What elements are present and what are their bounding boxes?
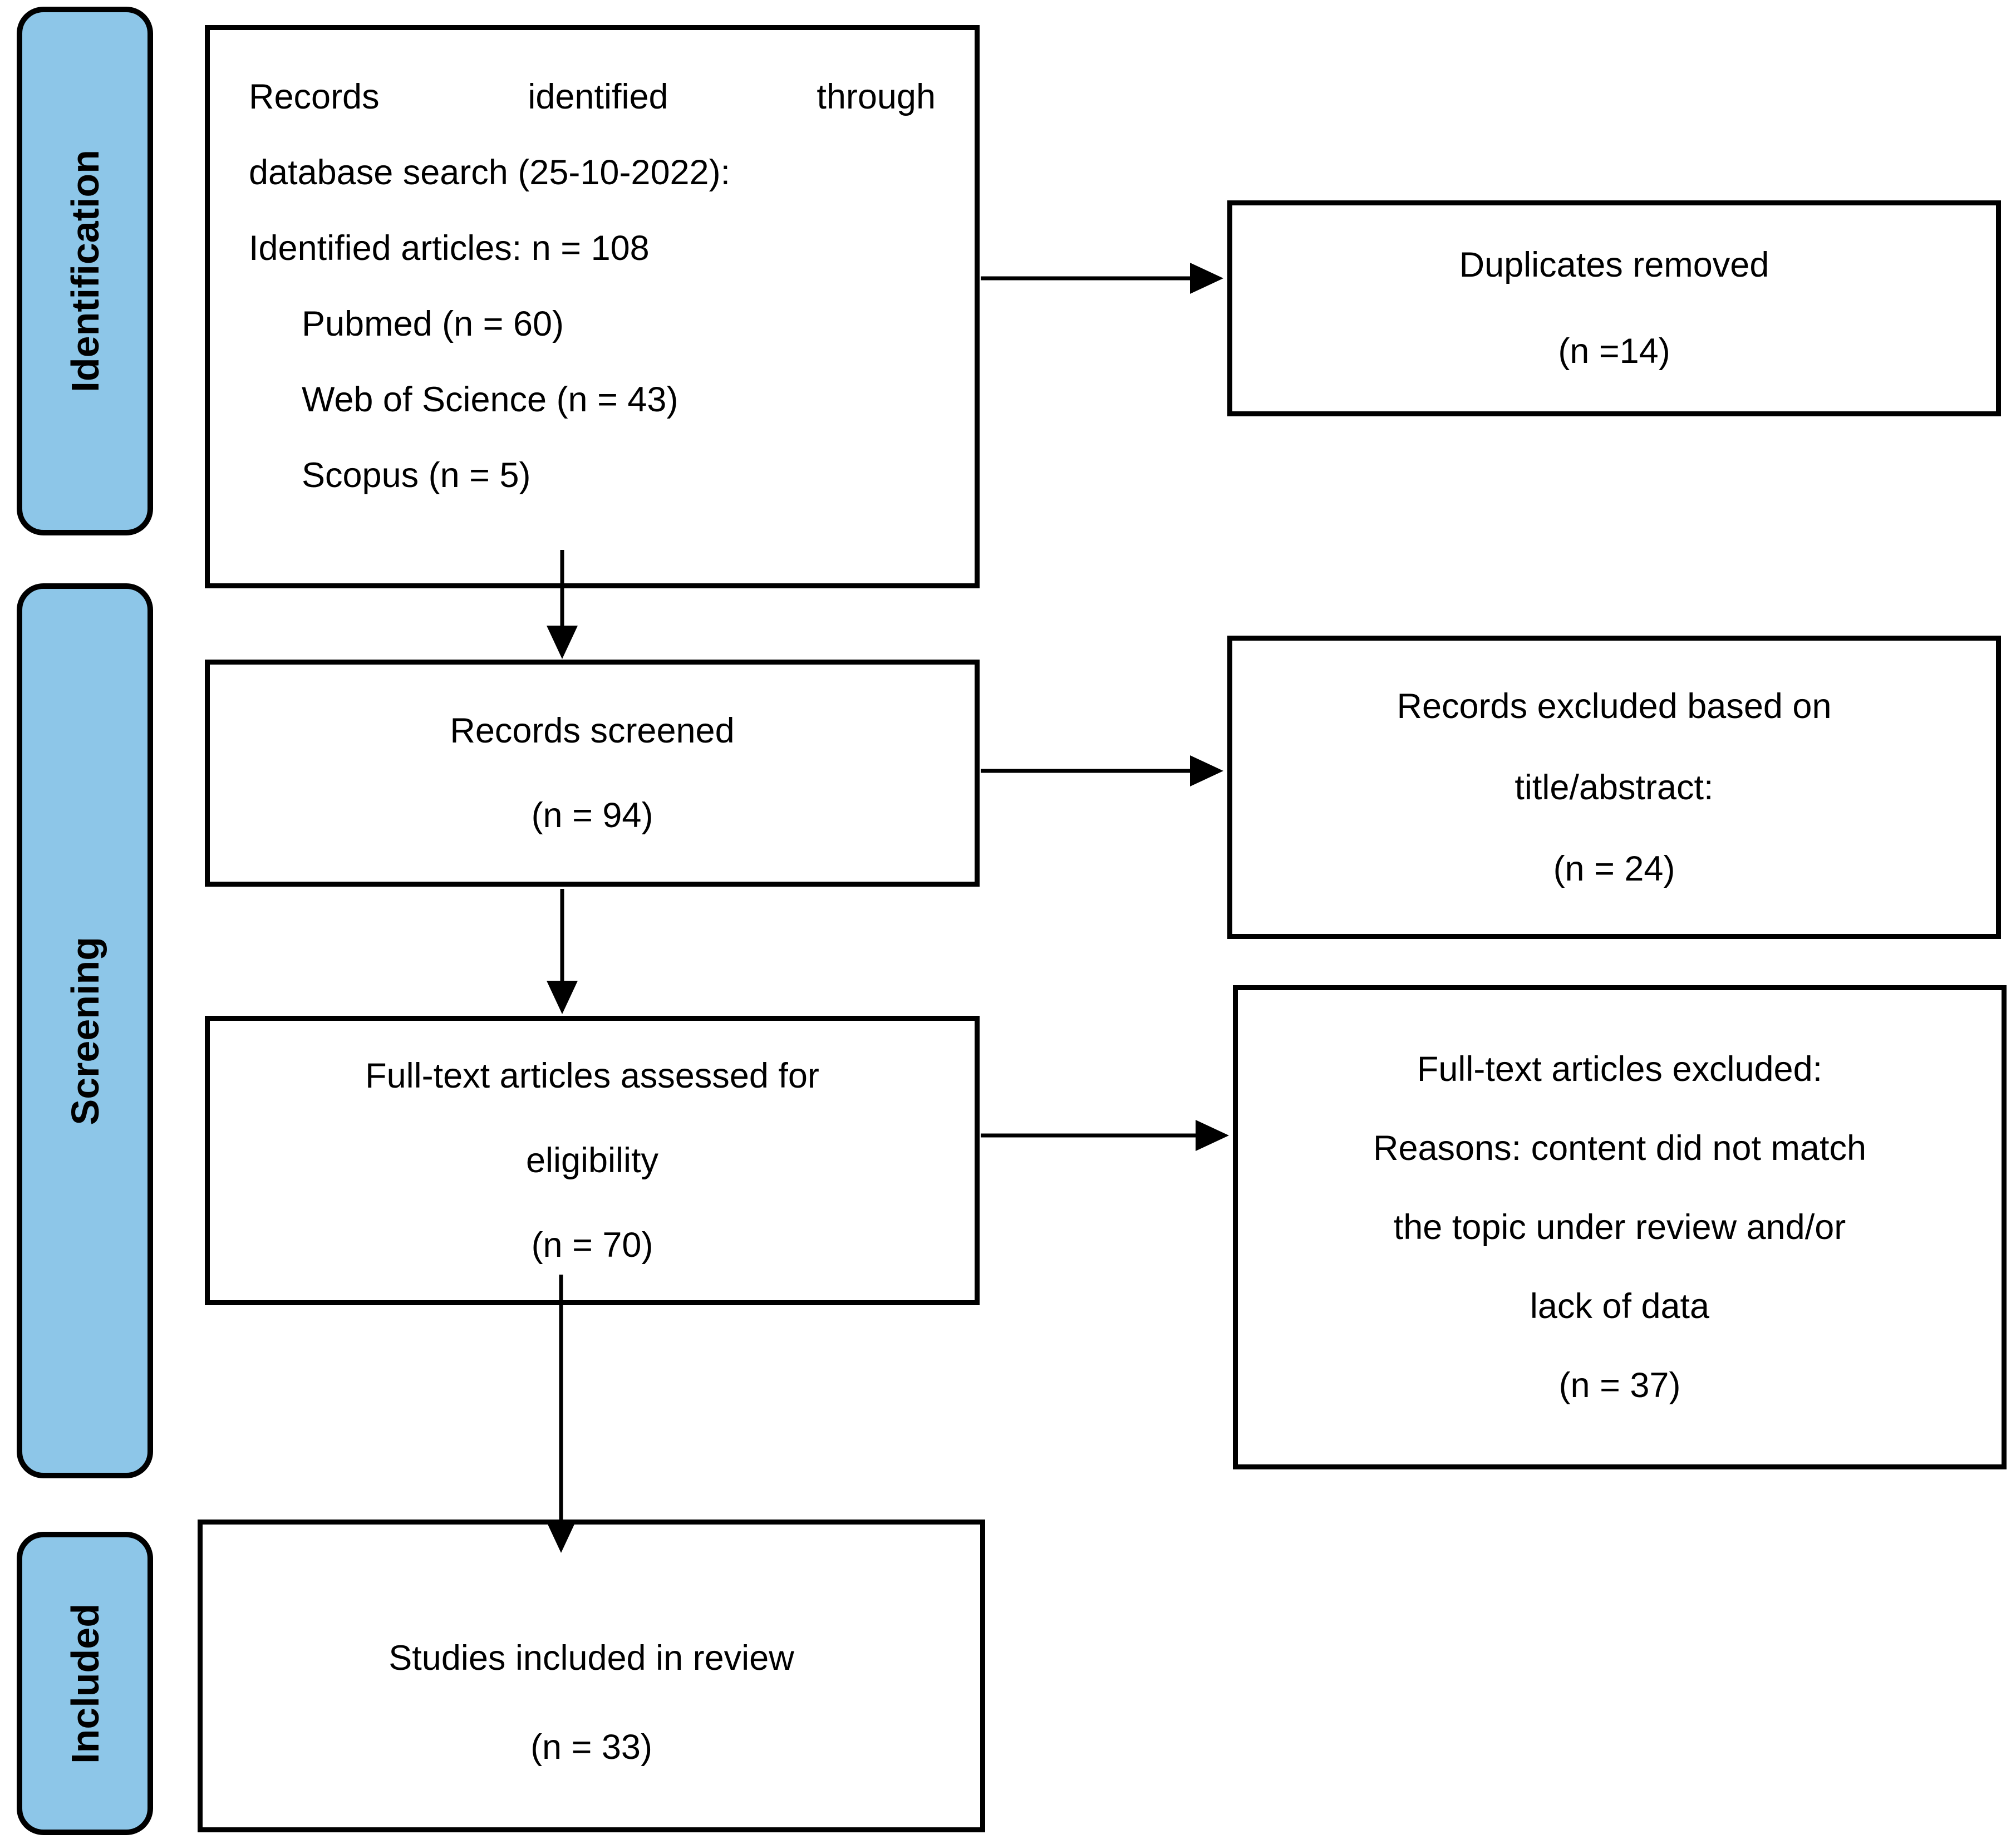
records-excluded-line-1: Records excluded based on (1397, 686, 1832, 726)
box-fulltext-assessed: Full-text articles assessed for eligibil… (205, 1016, 980, 1305)
studies-included-line-1: Studies included in review (389, 1638, 794, 1678)
box-fulltext-excluded: Full-text articles excluded: Reasons: co… (1233, 985, 2007, 1469)
stage-label-screening: Screening (17, 583, 153, 1478)
fulltext-excluded-line-1: Full-text articles excluded: (1417, 1050, 1823, 1089)
stage-label-screening-text: Screening (63, 936, 107, 1125)
duplicates-removed-count: (n =14) (1558, 332, 1670, 371)
stage-label-included-text: Included (63, 1603, 107, 1764)
stage-label-identification-text: Identification (63, 150, 107, 392)
box-records-screened: Records screened (n = 94) (205, 660, 980, 887)
records-excluded-count: (n = 24) (1553, 849, 1675, 888)
records-identified-line-3: Identified articles: n = 108 (249, 229, 650, 268)
fulltext-excluded-count: (n = 37) (1558, 1366, 1681, 1405)
records-screened-count: (n = 94) (531, 796, 653, 835)
records-identified-source-pubmed: Pubmed (n = 60) (302, 304, 564, 343)
records-identified-source-scopus: Scopus (n = 5) (302, 456, 531, 495)
stage-label-included: Included (17, 1532, 153, 1835)
fulltext-assessed-line-1: Full-text articles assessed for (365, 1056, 819, 1095)
records-excluded-line-2: title/abstract: (1515, 768, 1714, 807)
records-screened-line-1: Records screened (450, 711, 735, 750)
arrow-screened-to-excluded (981, 755, 1223, 786)
box-studies-included: Studies included in review (n = 33) (198, 1520, 985, 1832)
arrow-fulltext-to-included (545, 1275, 577, 1553)
records-identified-line-2: database search (25-10-2022): (249, 153, 731, 192)
stage-label-identification: Identification (17, 7, 153, 535)
arrow-fulltext-to-excluded (981, 1120, 1229, 1151)
arrow-screened-to-fulltext (547, 889, 578, 1014)
duplicates-removed-line-1: Duplicates removed (1459, 245, 1769, 284)
fulltext-excluded-line-4: lack of data (1530, 1287, 1710, 1326)
fulltext-excluded-line-2: Reasons: content did not match (1373, 1129, 1867, 1168)
records-identified-source-wos: Web of Science (n = 43) (302, 380, 678, 419)
box-records-excluded: Records excluded based on title/abstract… (1227, 636, 2001, 939)
fulltext-assessed-line-2: eligibility (525, 1141, 659, 1180)
arrow-identified-to-duplicates (981, 263, 1223, 294)
fulltext-excluded-line-3: the topic under review and/or (1393, 1208, 1846, 1247)
fulltext-assessed-count: (n = 70) (531, 1226, 653, 1265)
box-duplicates-removed: Duplicates removed (n =14) (1227, 200, 2001, 416)
studies-included-count: (n = 33) (530, 1727, 652, 1767)
